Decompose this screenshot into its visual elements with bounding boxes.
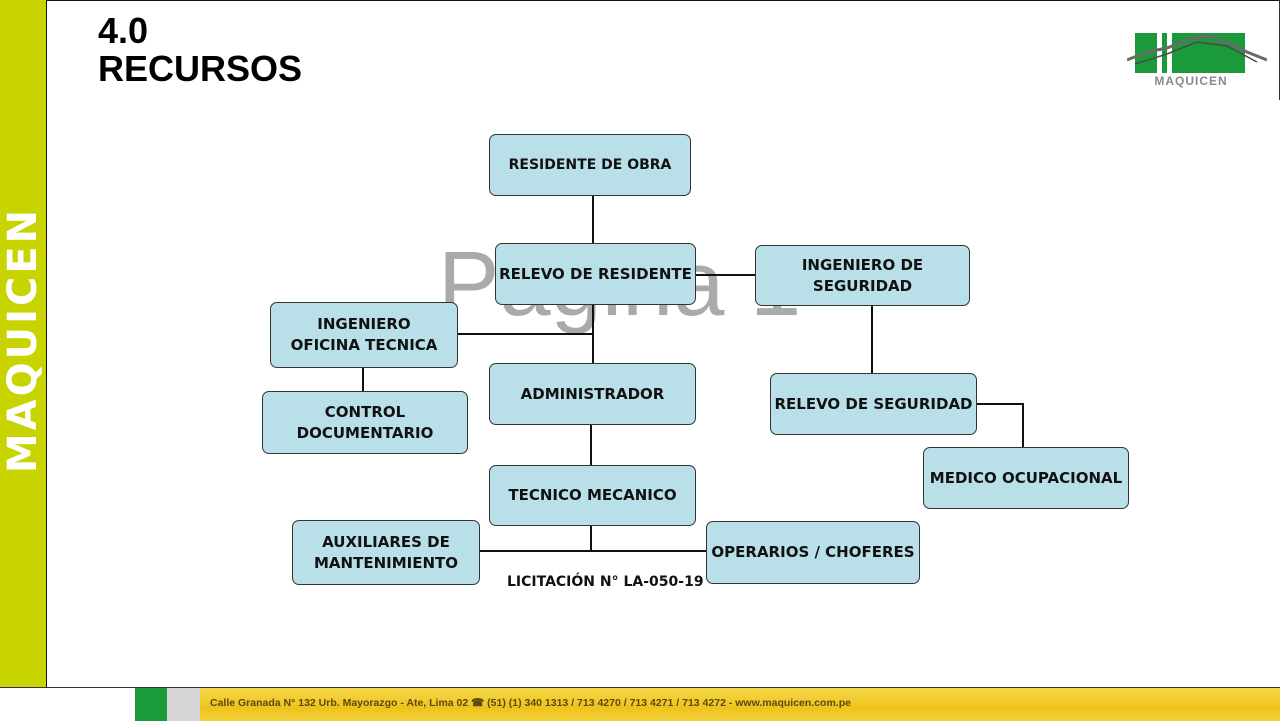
node-relevo-de-seguridad: RELEVO DE SEGURIDAD (770, 373, 977, 435)
left-brand-band: MAQUICEN (0, 0, 47, 687)
footer-contact-bar (200, 688, 1280, 721)
footer-bar: Calle Granada N° 132 Urb. Mayorazgo - At… (0, 687, 1280, 721)
logo-wordmark: MAQUICEN (1154, 74, 1228, 88)
node-ingeniero-de-seguridad: INGENIERO DE SEGURIDAD (755, 245, 970, 306)
title-text: RECURSOS (98, 48, 303, 89)
node-tecnico-mecanico: TECNICO MECANICO (489, 465, 696, 526)
node-relevo-de-residente: RELEVO DE RESIDENTE (495, 243, 696, 305)
maquicen-logo-icon (1127, 33, 1267, 73)
title-number: 4.0 (98, 10, 149, 51)
node-residente-de-obra: RESIDENTE DE OBRA (489, 134, 691, 196)
footer-stripe-gray (167, 688, 200, 721)
node-operarios-choferes: OPERARIOS / CHOFERES (706, 521, 920, 584)
node-ingeniero-oficina-tecnica: INGENIERO OFICINA TECNICA (270, 302, 458, 368)
node-medico-ocupacional: MEDICO OCUPACIONAL (923, 447, 1129, 509)
licitacion-caption: LICITACIÓN N° LA-050-19 (507, 574, 704, 590)
node-auxiliares-de-mantenimiento: AUXILIARES DE MANTENIMIENTO (292, 520, 480, 585)
footer-contact-text: Calle Granada N° 132 Urb. Mayorazgo - At… (210, 697, 851, 709)
node-control-documentario: CONTROL DOCUMENTARIO (262, 391, 468, 454)
node-administrador: ADMINISTRADOR (489, 363, 696, 425)
footer-stripe-green (135, 688, 167, 721)
slide-title: 4.0 RECURSOS (98, 12, 302, 88)
top-border (46, 0, 1280, 1)
